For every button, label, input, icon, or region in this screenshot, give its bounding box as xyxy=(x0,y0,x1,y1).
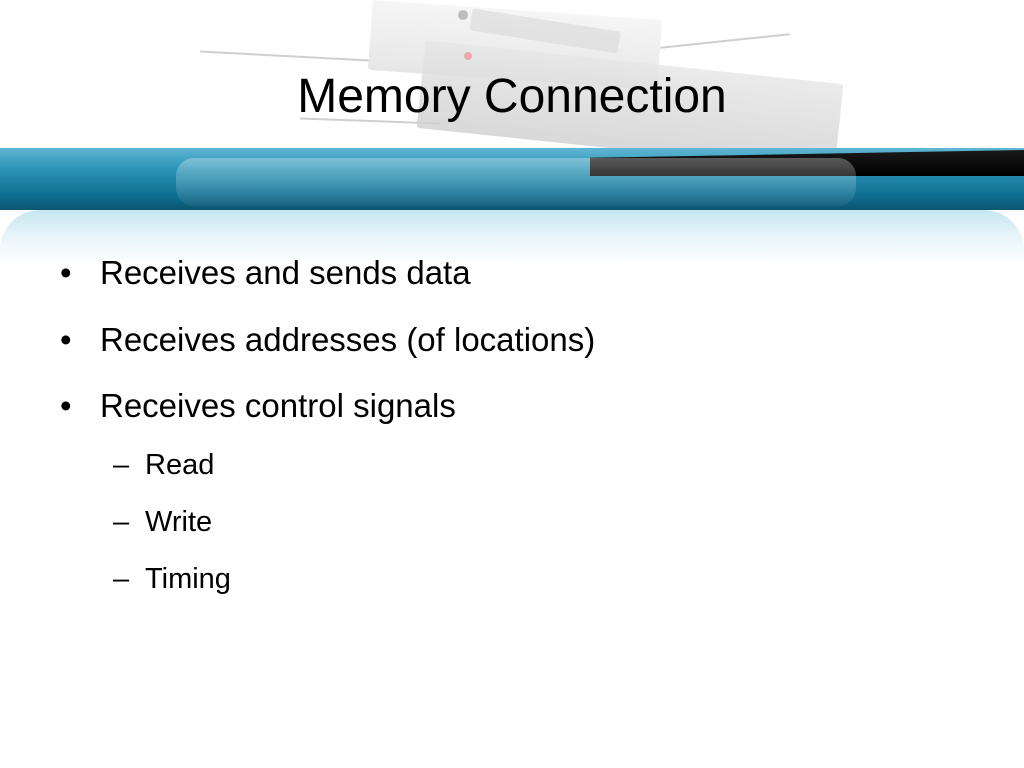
sub-bullet-marker: – xyxy=(113,449,130,481)
sub-bullet-item: –Write xyxy=(113,502,212,542)
header-decoration xyxy=(0,0,1024,265)
chip-dot xyxy=(458,10,468,20)
bullet-text: Receives and sends data xyxy=(100,254,471,291)
bullet-marker: • xyxy=(60,254,72,291)
bullet-text: Receives addresses (of locations) xyxy=(100,321,596,358)
sub-bullet-marker: – xyxy=(113,563,130,595)
chip-dot xyxy=(464,52,472,60)
sub-bullet-item: –Read xyxy=(113,445,214,485)
bullet-item: • Receives addresses (of locations) xyxy=(60,315,595,365)
bullet-item: • Receives control signals xyxy=(60,381,456,431)
header-reflection xyxy=(0,210,1024,265)
bullet-text: Receives control signals xyxy=(100,387,456,424)
chip-wire xyxy=(200,50,370,62)
sub-bullet-text: Timing xyxy=(145,563,231,595)
header-band-gloss xyxy=(176,158,856,206)
sub-bullet-text: Read xyxy=(145,449,215,481)
bullet-marker: • xyxy=(60,321,72,358)
sub-bullet-text: Write xyxy=(145,506,213,538)
chip-wire xyxy=(660,33,790,49)
sub-bullet-item: –Timing xyxy=(113,559,231,599)
sub-bullet-marker: – xyxy=(113,506,130,538)
slide-title: Memory Connection xyxy=(297,70,727,123)
bullet-marker: • xyxy=(60,387,72,424)
bullet-item: • Receives and sends data xyxy=(60,248,471,298)
